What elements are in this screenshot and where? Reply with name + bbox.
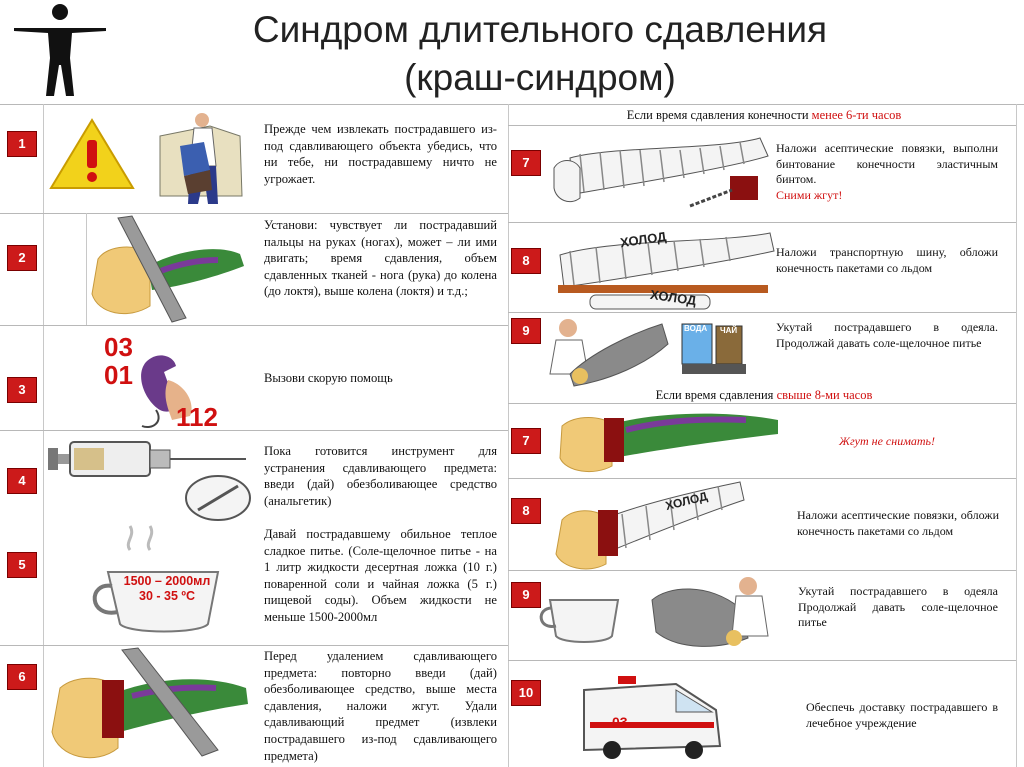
syringe-icon xyxy=(48,441,246,477)
cup-label: 1500 – 2000мл 30 - 35 ºC xyxy=(112,574,222,604)
tea-cup-icon xyxy=(92,525,220,633)
bandaged-leg-illustration xyxy=(553,137,769,208)
tourniquet-leg-illustration-2 xyxy=(559,413,778,472)
separator xyxy=(0,213,508,214)
emergency-numbers: 03 01 xyxy=(104,333,133,389)
step-number-8b: 8 xyxy=(511,498,541,524)
title-line-2: (краш-синдром) xyxy=(404,57,676,98)
phone-03: 03 xyxy=(104,332,133,362)
blanket-patient-illustration xyxy=(549,319,669,387)
bandaged-ice-leg-illustration xyxy=(555,481,745,570)
tourniquet-leg-illustration xyxy=(51,647,248,759)
step-number-10: 10 xyxy=(511,680,541,706)
page-title: Синдром длительного сдавления (краш-синд… xyxy=(150,6,930,102)
step-number-7b: 7 xyxy=(511,428,541,454)
separator xyxy=(508,660,1016,661)
step-number-9b: 9 xyxy=(511,582,541,608)
separator xyxy=(0,325,508,326)
separator xyxy=(508,570,1016,571)
step-number-1: 1 xyxy=(7,131,37,157)
step-number-4: 4 xyxy=(7,468,37,494)
step-number-9a: 9 xyxy=(511,318,541,344)
blanket-patient-illustration-2 xyxy=(651,577,769,647)
top-rule xyxy=(0,104,1024,105)
warning-icon xyxy=(49,118,135,189)
cup-icon xyxy=(539,599,620,643)
step-number-7a: 7 xyxy=(511,150,541,176)
human-silhouette-icon xyxy=(14,4,106,96)
separator xyxy=(508,222,1016,223)
phone-112: 112 xyxy=(176,402,218,432)
tea-label: ЧАЙ xyxy=(720,326,738,335)
step-r8b-text: Наложи асептические повязки, обложи коне… xyxy=(797,508,999,538)
step-r7b-text: Жгут не снимать! xyxy=(838,434,935,448)
crushed-leg-illustration xyxy=(91,215,244,323)
step-number-6: 6 xyxy=(7,664,37,690)
step-r9b-text: Укутай пострадавшего в одеяла Продолжай … xyxy=(798,584,998,629)
separator xyxy=(508,312,1016,313)
separator xyxy=(508,403,1016,404)
phone-handset-icon xyxy=(141,355,192,428)
step-3-text: Вызови скорую помощь xyxy=(264,371,393,385)
ambulance-icon xyxy=(583,676,722,759)
banner-under-6-hours: Если время сдавления конечности менее 6-… xyxy=(626,108,902,122)
center-divider xyxy=(508,104,509,767)
cup-volume: 1500 – 2000мл xyxy=(123,574,211,588)
step-r10-text: Обеспечь доставку пострадавшего в лечебн… xyxy=(806,700,998,730)
pill-icon xyxy=(185,475,251,521)
banner-over-8-hours: Если время сдавления свыше 8-ми часов xyxy=(655,388,873,402)
ambulance-number: 03 xyxy=(612,714,628,730)
step-number-3: 3 xyxy=(7,377,37,403)
step-r8a-text: Наложи транспортную шину, обложи конечно… xyxy=(776,245,998,275)
step-1-text: Прежде чем извлекать пострадавшего из-по… xyxy=(264,122,497,186)
cup-temperature: 30 - 35 ºC xyxy=(139,589,195,603)
step-6-text: Перед удалением сдавливающего предмета: … xyxy=(264,649,497,763)
step-number-2: 2 xyxy=(7,245,37,271)
drinks-icon xyxy=(681,323,746,374)
step-5-text: Давай пострадавшему обильное теплое слад… xyxy=(264,527,497,624)
rescuer-car-illustration xyxy=(159,113,243,204)
step-2-text: Установи: чувствует ли пострадавший паль… xyxy=(264,218,497,299)
title-line-1: Синдром длительного сдавления xyxy=(252,9,828,50)
image-frame xyxy=(86,213,87,325)
separator xyxy=(508,478,1016,479)
separator xyxy=(0,645,508,646)
step-4-text: Пока готовится инструмент для устранения… xyxy=(264,444,497,508)
right-border xyxy=(1016,104,1017,767)
step-r9a-text: Укутай пострадавшего в одеяла. Продолжай… xyxy=(776,320,998,350)
step-number-8a: 8 xyxy=(511,248,541,274)
remove-tourniquet-note: Сними жгут! xyxy=(776,187,843,202)
step-r7a-text: Наложи асептические повязки, выполни бин… xyxy=(776,141,998,202)
water-label: ВОДА xyxy=(684,324,708,333)
left-col-divider xyxy=(43,104,44,767)
separator xyxy=(508,125,1016,126)
phone-01: 01 xyxy=(104,360,133,390)
separator xyxy=(0,430,508,431)
step-number-5: 5 xyxy=(7,552,37,578)
splint-ice-illustration xyxy=(558,232,775,310)
